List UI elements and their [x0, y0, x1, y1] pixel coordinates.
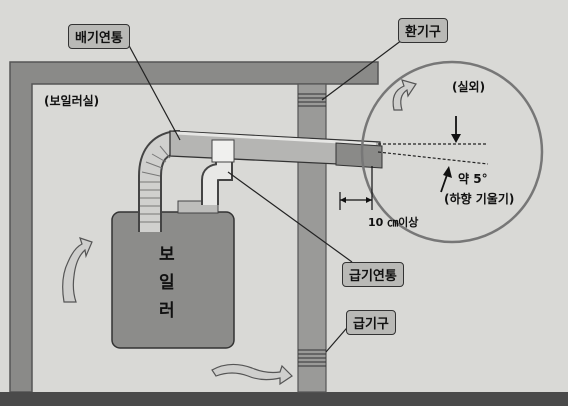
slope-line: [377, 151, 489, 165]
airflow-arrow-left: [62, 237, 93, 303]
intake-flue-label: 급기연통: [342, 262, 404, 287]
flue-terminal: [335, 142, 383, 169]
boiler-body: [111, 211, 235, 349]
boiler-room-label: (보일러실): [44, 94, 100, 108]
vent-label: 환기구: [398, 18, 448, 43]
airflow-arrow-bottom: [211, 363, 293, 386]
slope-label: (하향 기울기): [444, 192, 515, 206]
intake-vent-label: 급기구: [346, 310, 396, 335]
leader-vent: [321, 33, 411, 101]
angle-label: 약 5°: [458, 172, 488, 186]
vent-grille-bottom: [298, 349, 326, 367]
boiler-text-2: 일: [159, 273, 175, 293]
floor: [0, 392, 568, 406]
exterior-wall: [297, 83, 327, 393]
distance-label: 10 ㎝이상: [368, 216, 419, 229]
airflow-arrow-outdoor: [392, 79, 417, 111]
boiler-text-3: 러: [159, 301, 175, 321]
outdoor-circle: [360, 60, 544, 244]
outdoor-label: (실외): [452, 80, 486, 94]
boiler-text-1: 보: [159, 245, 175, 265]
exhaust-flue-label: 배기연통: [68, 24, 130, 49]
flue-collar: [211, 139, 235, 163]
vent-grille-top: [298, 93, 326, 107]
leader-exhaust: [125, 39, 181, 141]
leader-intake-flue: [227, 171, 353, 263]
